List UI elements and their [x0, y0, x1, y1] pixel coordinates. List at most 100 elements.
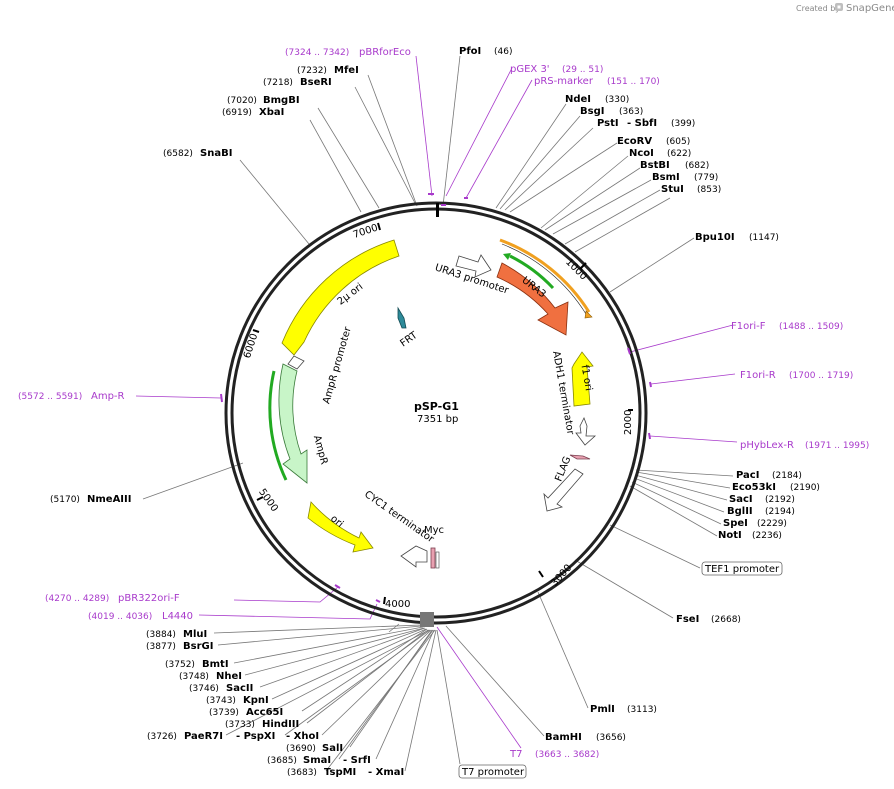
feature-tef1-promoter: [543, 468, 584, 512]
enzyme-position: (5170): [50, 495, 80, 505]
feature-label-myc: Myc: [424, 525, 444, 536]
enzyme-label: BsrGI: [183, 641, 213, 652]
enzyme-position: (46): [494, 47, 512, 57]
enzyme-label: KpnI: [243, 695, 269, 706]
enzyme-position: (2190): [790, 483, 820, 493]
primer-position: (4019 .. 4036): [88, 612, 152, 622]
enzyme-label: NmeAIII: [87, 494, 131, 505]
enzyme-label: SmaI: [303, 755, 331, 766]
enzyme-position: (3113): [627, 705, 657, 715]
enzyme-position: (3685): [267, 756, 297, 766]
enzyme-label: PacI: [736, 470, 759, 481]
credit-text: Created by: [796, 4, 840, 13]
tick-label-6000: 6000: [242, 332, 260, 360]
enzyme-position: (3877): [146, 642, 176, 652]
primer-position: (151 .. 170): [607, 77, 660, 87]
t7-promoter-box: T7 promoter: [458, 764, 527, 779]
enzyme-position: (2236): [752, 531, 782, 541]
feature-label-cyc1-terminator: CYC1 terminator: [362, 489, 436, 546]
enzyme-position: (2192): [765, 495, 795, 505]
enzyme-label: SpeI: [723, 518, 748, 529]
enzyme-label: PfoI: [459, 46, 481, 57]
enzyme-label: NotI: [718, 530, 742, 541]
plasmid-length: 7351 bp: [417, 414, 458, 425]
feature-label-t7-promoter: T7 promoter: [461, 767, 525, 778]
enzyme-position: (2229): [757, 519, 787, 529]
primer-labels: (7324 .. 7342) pBRforEco pGEX 3' (29 .. …: [18, 47, 869, 760]
enzyme-label: SalI: [322, 743, 343, 754]
feature-ampr: AmpR: [278, 363, 329, 484]
enzyme-position: (7232): [297, 66, 327, 76]
enzyme-position: (2194): [765, 507, 795, 517]
primer-marks: [220, 193, 652, 603]
enzyme-position: (779): [694, 173, 718, 183]
tick-label-5000: 5000: [256, 487, 280, 514]
feature-cyc1-terminator: [400, 545, 428, 568]
feature-adh1-terminator: [575, 417, 597, 446]
enzyme-position: (363): [619, 107, 643, 117]
feature-label-tef1-promoter: TEF1 promoter: [704, 564, 780, 575]
enzyme-label: - PspXI: [236, 731, 275, 742]
feature-f1-ori: f1 ori: [571, 351, 594, 407]
enzyme-position: (7020): [227, 96, 257, 106]
enzyme-label: Bpu10I: [695, 232, 735, 243]
enzyme-label: NheI: [216, 671, 242, 682]
enzyme-position: (2668): [711, 615, 741, 625]
ampr-orf-arrow: [268, 370, 288, 481]
enzyme-label: BsmI: [652, 172, 680, 183]
enzyme-label: BsgI: [580, 106, 604, 117]
enzyme-position: (3683): [287, 768, 317, 778]
primer-label: pHybLex-R: [740, 440, 794, 451]
feature-label-ampr: AmpR: [311, 434, 329, 466]
primer-label: pBRforEco: [359, 47, 411, 58]
enzyme-label: PstI: [597, 118, 619, 129]
enzyme-position: (3733): [225, 720, 255, 730]
enzyme-label: EcoRV: [617, 136, 652, 147]
primer-position: (5572 .. 5591): [18, 392, 82, 402]
tick-label-1000: 1000: [563, 257, 589, 283]
tick-label-2000: 2000: [623, 410, 634, 435]
enzyme-label: MfeI: [334, 65, 359, 76]
enzyme-position: (1147): [749, 233, 779, 243]
enzyme-position: (330): [605, 95, 629, 105]
enzyme-label: SnaBI: [200, 148, 232, 159]
feature-myc: Myc: [424, 525, 444, 569]
snapgene-logo-icon: [835, 3, 843, 11]
enzyme-position: (3884): [146, 630, 176, 640]
enzyme-label: FseI: [676, 614, 699, 625]
enzyme-label: BamHI: [545, 732, 582, 743]
enzyme-position: (6582): [163, 149, 193, 159]
enzyme-label: - XhoI: [286, 731, 319, 742]
enzyme-position: (682): [685, 161, 709, 171]
feature-ampr-promoter: [287, 355, 305, 370]
primer-position: (1971 .. 1995): [805, 441, 869, 451]
feature-frt: FRT: [397, 306, 420, 350]
tef1-promoter-box: TEF1 promoter: [701, 561, 783, 576]
primer-label: Amp-R: [91, 391, 125, 402]
primer-position: (1488 .. 1509): [779, 322, 843, 332]
enzyme-position: (3739): [209, 708, 239, 718]
primer-position: (7324 .. 7342): [285, 48, 349, 58]
enzyme-position: (3726): [147, 732, 177, 742]
feature-label-frt: FRT: [398, 330, 420, 350]
enzyme-position: (6919): [222, 108, 252, 118]
enzyme-label: NdeI: [565, 94, 591, 105]
enzyme-label: Acc65I: [246, 707, 283, 718]
enzyme-position: (3743): [206, 696, 236, 706]
enzyme-label: Eco53kI: [732, 482, 776, 493]
enzyme-label: SacI: [729, 494, 753, 505]
primer-label: pBR322ori-F: [118, 593, 180, 604]
enzyme-position: (853): [697, 185, 721, 195]
enzyme-label: - SrfI: [343, 755, 371, 766]
ring-markers: [420, 203, 439, 627]
enzyme-position: (3748): [179, 672, 209, 682]
primer-label: F1ori-F: [731, 321, 766, 332]
primer-position: (1700 .. 1719): [789, 371, 853, 381]
credit-brand: SnapGene: [846, 3, 894, 14]
enzyme-label: PaeR7I: [184, 731, 223, 742]
feature-label-f1-ori: f1 ori: [579, 364, 594, 392]
enzyme-label: NcoI: [629, 148, 654, 159]
enzyme-position: (7218): [263, 78, 293, 88]
enzyme-position: (3656): [596, 733, 626, 743]
